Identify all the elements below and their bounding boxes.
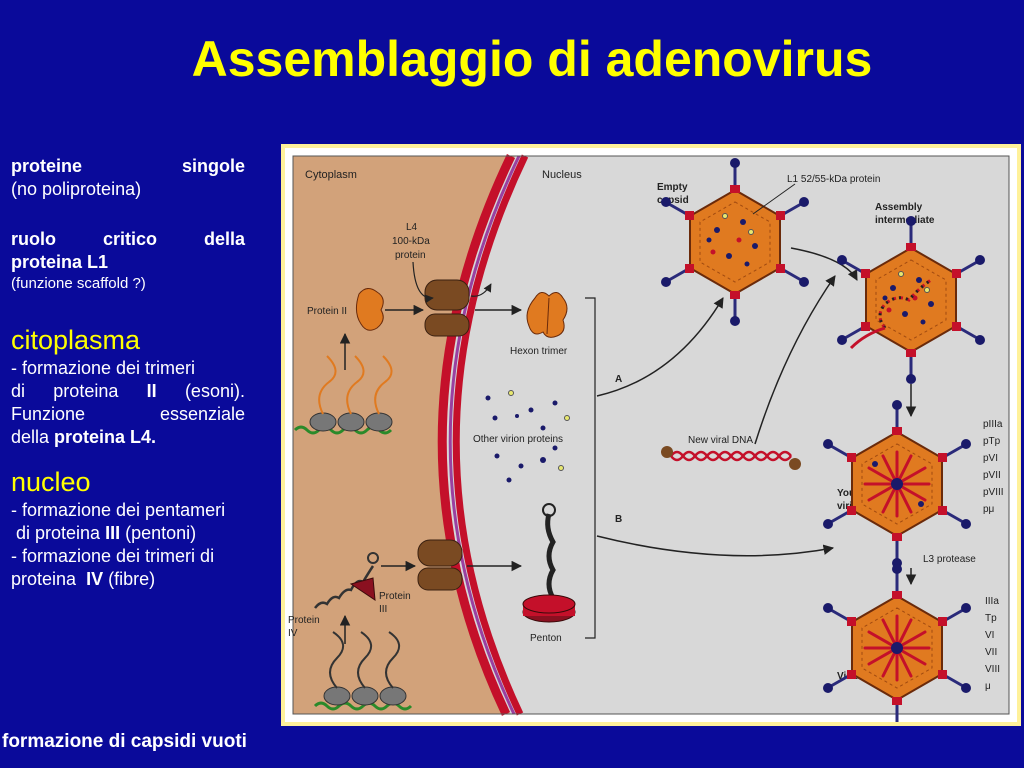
young-virion-protein-list: pIIIa pTp pVI pVII pVIII pμ	[983, 419, 1004, 515]
arrow-empty-to-assembly	[790, 247, 858, 281]
heading-nucleo: nucleo	[11, 467, 91, 497]
left-text-panel: proteine singole (no poliproteina) ruolo…	[11, 155, 245, 591]
text-nuc-line2: di proteina III (pentoni)	[11, 523, 197, 543]
svg-text:pIIIa: pIIIa	[983, 419, 1003, 430]
label-penton: Penton	[530, 633, 562, 644]
svg-text:pμ: pμ	[983, 504, 995, 515]
young-virion	[821, 398, 973, 570]
svg-text:pVI: pVI	[983, 453, 998, 464]
label-l4-2: 100-kDa	[392, 236, 430, 247]
polysome-bottom	[313, 631, 413, 711]
label-l3-protease: L3 protease	[923, 554, 976, 565]
label-protein-iv-1: Protein	[288, 615, 320, 626]
text-proteine-singole: proteine singole	[11, 156, 245, 176]
nuclear-pore-bottom	[417, 539, 463, 591]
svg-text:pVIII: pVIII	[983, 487, 1004, 498]
arrow-l4-to-pore	[412, 261, 434, 304]
label-protein-ii: Protein II	[307, 306, 347, 317]
text-no-poliproteina: (no poliproteina)	[11, 179, 142, 199]
label-empty-capsid-1: Empty	[657, 182, 688, 193]
label-protein-iv-2: IV	[288, 628, 298, 639]
text-funzione-scaffold: (funzione scaffold ?)	[11, 275, 146, 292]
arrow-dna-to-assembly	[754, 275, 836, 445]
label-protein-iii-1: Protein	[379, 591, 411, 602]
label-protein-iii-2: III	[379, 604, 387, 615]
arrow-path-a	[596, 297, 724, 397]
text-cyto-line2: di proteina II (esoni).	[11, 381, 245, 401]
label-hexon-trimer: Hexon trimer	[510, 346, 568, 357]
virion-protein-list: IIIa Tp VI VII VIII μ	[985, 596, 1000, 692]
text-ruolo-critico: ruolo critico della	[11, 229, 245, 249]
text-cyto-line4: della proteina L4.	[11, 427, 157, 447]
pointer-l1-protein	[752, 183, 796, 215]
label-l4-3: protein	[395, 250, 426, 261]
svg-text:VII: VII	[985, 647, 997, 658]
arrow-path-b	[596, 535, 835, 557]
bracket	[585, 297, 596, 639]
label-l4-1: L4	[406, 222, 418, 233]
page-title: Assemblaggio di adenovirus	[191, 31, 873, 87]
svg-text:pTp: pTp	[983, 436, 1001, 447]
nuclear-envelope-outer	[437, 154, 516, 716]
penton-shape	[522, 503, 576, 623]
svg-text:μ: μ	[985, 681, 991, 692]
other-virion-proteins-dots	[485, 390, 570, 483]
text-nuc-line4: proteina IV (fibre)	[11, 569, 156, 589]
polysome-top	[293, 355, 393, 435]
svg-text:VI: VI	[985, 630, 994, 641]
protein-iii-shape	[349, 577, 376, 601]
label-other-virion: Other virion proteins	[473, 434, 563, 445]
text-nuc-line3: - formazione dei trimeri di	[11, 546, 215, 566]
text-nuc-line1: - formazione dei pentameri	[11, 500, 226, 520]
svg-text:VIII: VIII	[985, 664, 1000, 675]
assembly-intermediate	[835, 214, 987, 386]
svg-text:pVII: pVII	[983, 470, 1001, 481]
svg-text:IIIa: IIIa	[985, 596, 999, 607]
label-new-viral-dna: New viral DNA	[688, 435, 753, 446]
svg-text:Tp: Tp	[985, 613, 997, 624]
label-cytoplasm: Cytoplasm	[305, 169, 357, 181]
diagram-svg: Cytoplasm Nucleus L4 100-kDa protein Pro…	[285, 148, 1017, 722]
protein-ii-shape	[355, 288, 384, 331]
footer-caption: formazione di capsidi vuoti	[2, 731, 247, 752]
new-viral-dna	[661, 446, 801, 470]
hexon-trimer-shape	[526, 292, 568, 338]
text-proteina-l1: proteina L1	[11, 252, 109, 272]
assembly-diagram: Cytoplasm Nucleus L4 100-kDa protein Pro…	[281, 144, 1021, 726]
label-path-a: A	[615, 374, 622, 385]
nuclear-pore-top	[424, 279, 470, 337]
label-empty-capsid-2: capsid	[657, 195, 689, 206]
arrow-l4-recycle	[470, 283, 492, 297]
label-assembly-2: intermediate	[875, 215, 935, 226]
label-l1-protein: L1 52/55-kDa protein	[787, 174, 880, 185]
heading-citoplasma: citoplasma	[11, 325, 141, 355]
text-cyto-line1: - formazione dei trimeri	[11, 358, 196, 378]
label-path-b: B	[615, 514, 622, 525]
text-cyto-line3: Funzione essenziale	[11, 404, 245, 424]
label-nucleus: Nucleus	[542, 169, 582, 181]
label-assembly-1: Assembly	[875, 202, 923, 213]
nuclear-envelope-inner	[452, 154, 529, 716]
nuclear-envelope-purple	[448, 155, 521, 715]
